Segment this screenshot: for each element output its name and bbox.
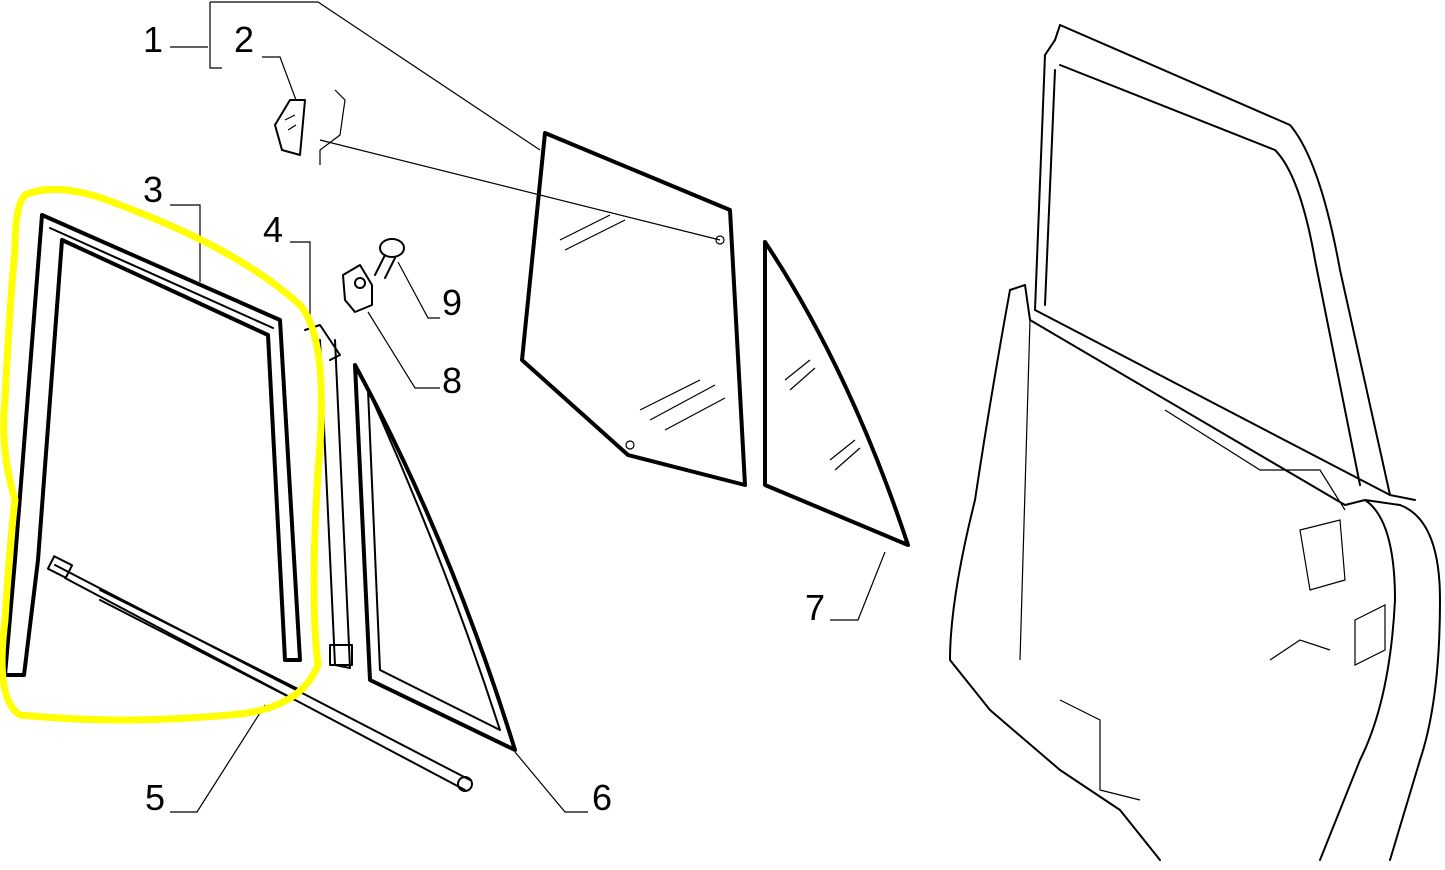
- callout-3: 3: [143, 169, 163, 210]
- callout-2: 2: [234, 19, 254, 60]
- callout-4: 4: [263, 209, 283, 250]
- callout-7: 7: [805, 587, 825, 628]
- callout-6: 6: [592, 777, 612, 818]
- part-1-fixed-glass: [520, 131, 747, 487]
- leader-lines: [170, 1, 886, 813]
- callout-8: 8: [442, 360, 462, 401]
- part-6-triangle-glass: [353, 363, 517, 752]
- part-9-screw: [374, 238, 405, 279]
- highlight-outline: [0, 185, 325, 724]
- part-5-guide-rod: [46, 555, 473, 792]
- part-2-clip: [274, 89, 346, 165]
- rear-door: [949, 24, 1441, 861]
- callout-1: 1: [143, 19, 163, 60]
- callout-5: 5: [145, 777, 165, 818]
- part-3-frame-seal: [3, 213, 302, 677]
- part-8-bracket: [342, 264, 373, 313]
- callout-9: 9: [442, 282, 462, 323]
- part-7-quarter-glass: [763, 240, 910, 547]
